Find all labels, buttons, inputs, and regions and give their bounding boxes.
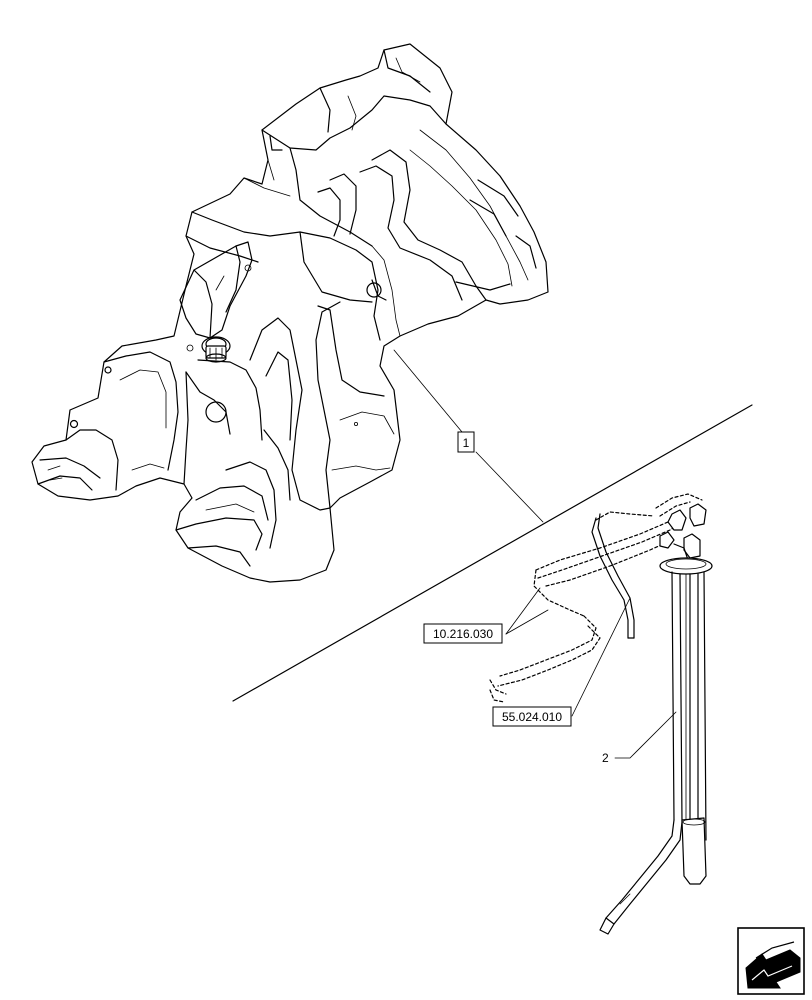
filler-cap — [201, 336, 231, 363]
hoses — [489, 493, 703, 703]
label-ref-55-024-010[interactable]: 55.024.010 — [492, 706, 572, 727]
svg-text:1: 1 — [463, 436, 470, 450]
separator-line — [232, 404, 753, 702]
svg-text:2: 2 — [602, 751, 609, 765]
label-ref-10-216-030[interactable]: 10.216.030 — [423, 623, 503, 644]
svg-text:10.216.030: 10.216.030 — [433, 627, 493, 641]
svg-text:55.024.010: 55.024.010 — [502, 710, 562, 724]
label-item-1: 1 — [457, 431, 475, 453]
label-item-2: 2 — [602, 751, 609, 765]
fuel-level-sender — [599, 503, 713, 935]
arrow-left-down-icon[interactable] — [737, 927, 805, 995]
fuel-tank — [31, 43, 549, 583]
leader-lines — [393, 349, 677, 759]
